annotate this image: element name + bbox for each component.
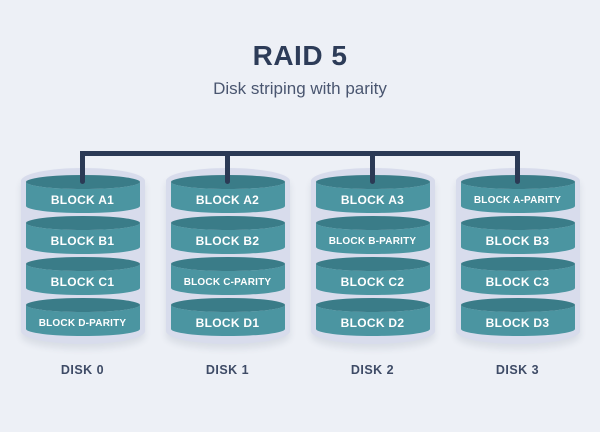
block-label: BLOCK B2 [195,234,260,248]
block-label: BLOCK A2 [195,193,260,207]
cylinder-graphic [460,216,575,254]
disks-row: BLOCK A1 BLOCK B1 BLOCK C1 BLOCK D-PARIT… [0,168,600,344]
bus-drop-line-disk3 [515,151,520,184]
disk-block: BLOCK C3 [460,257,575,295]
disk-block: BLOCK C1 [25,257,140,295]
disk-block: BLOCK C-PARITY [170,257,285,295]
disk-label-1: DISK 1 [205,363,250,377]
cylinder-graphic [315,298,430,336]
cylinder-graphic [25,298,140,336]
disk-block: BLOCK B1 [25,216,140,254]
disk-block: BLOCK A1 [25,175,140,213]
block-label: BLOCK D2 [340,316,405,330]
bus-drop-line-disk0 [80,151,85,184]
disk-block: BLOCK B3 [460,216,575,254]
bus-connector-line [80,151,520,156]
cylinder-graphic [25,257,140,295]
block-label: BLOCK D3 [485,316,550,330]
disk-block: BLOCK D1 [170,298,285,336]
block-label: BLOCK C-PARITY [183,276,272,288]
cylinder-graphic [460,257,575,295]
diagram-subtitle: Disk striping with parity [213,79,387,98]
bus-drop-line-disk2 [370,151,375,184]
disk-labels-row: DISK 0 DISK 1 DISK 2 DISK 3 [0,363,600,377]
disk-label-3: DISK 3 [495,363,540,377]
block-label: BLOCK A-PARITY [473,194,562,206]
cylinder-graphic [170,216,285,254]
disk-cylinder-2: BLOCK A3 BLOCK B-PARITY BLOCK C2 BLOCK D… [310,168,435,344]
cylinder-graphic [315,216,430,254]
block-label: BLOCK B1 [50,234,115,248]
disk-label-2: DISK 2 [350,363,395,377]
block-label: BLOCK C2 [340,275,405,289]
disk-label-0: DISK 0 [60,363,105,377]
disk-block: BLOCK D2 [315,298,430,336]
disk-block: BLOCK D-PARITY [25,298,140,336]
block-label: BLOCK C1 [50,275,115,289]
cylinder-graphic [170,257,285,295]
block-label: BLOCK B3 [485,234,550,248]
block-label: BLOCK A1 [50,193,115,207]
block-label: BLOCK D1 [195,316,260,330]
cylinder-graphic [25,216,140,254]
disk-block: BLOCK B-PARITY [315,216,430,254]
cylinder-graphic [460,298,575,336]
diagram-title: RAID 5 [252,40,348,71]
block-label: BLOCK A3 [340,193,405,207]
disk-block: BLOCK B2 [170,216,285,254]
disk-cylinder-0: BLOCK A1 BLOCK B1 BLOCK C1 BLOCK D-PARIT… [20,168,145,344]
block-label: BLOCK B-PARITY [328,235,417,247]
disk-cylinder-3: BLOCK A-PARITY BLOCK B3 BLOCK C3 BLOCK D… [455,168,580,344]
disk-block: BLOCK D3 [460,298,575,336]
cylinder-graphic [315,175,430,213]
disk-block: BLOCK A3 [315,175,430,213]
cylinder-graphic [315,257,430,295]
block-label: BLOCK C3 [485,275,550,289]
bus-drop-line-disk1 [225,151,230,184]
cylinder-graphic [170,298,285,336]
block-label: BLOCK D-PARITY [38,317,127,329]
disk-block: BLOCK C2 [315,257,430,295]
disk-cylinder-1: BLOCK A2 BLOCK B2 BLOCK C-PARITY BLOCK D… [165,168,290,344]
